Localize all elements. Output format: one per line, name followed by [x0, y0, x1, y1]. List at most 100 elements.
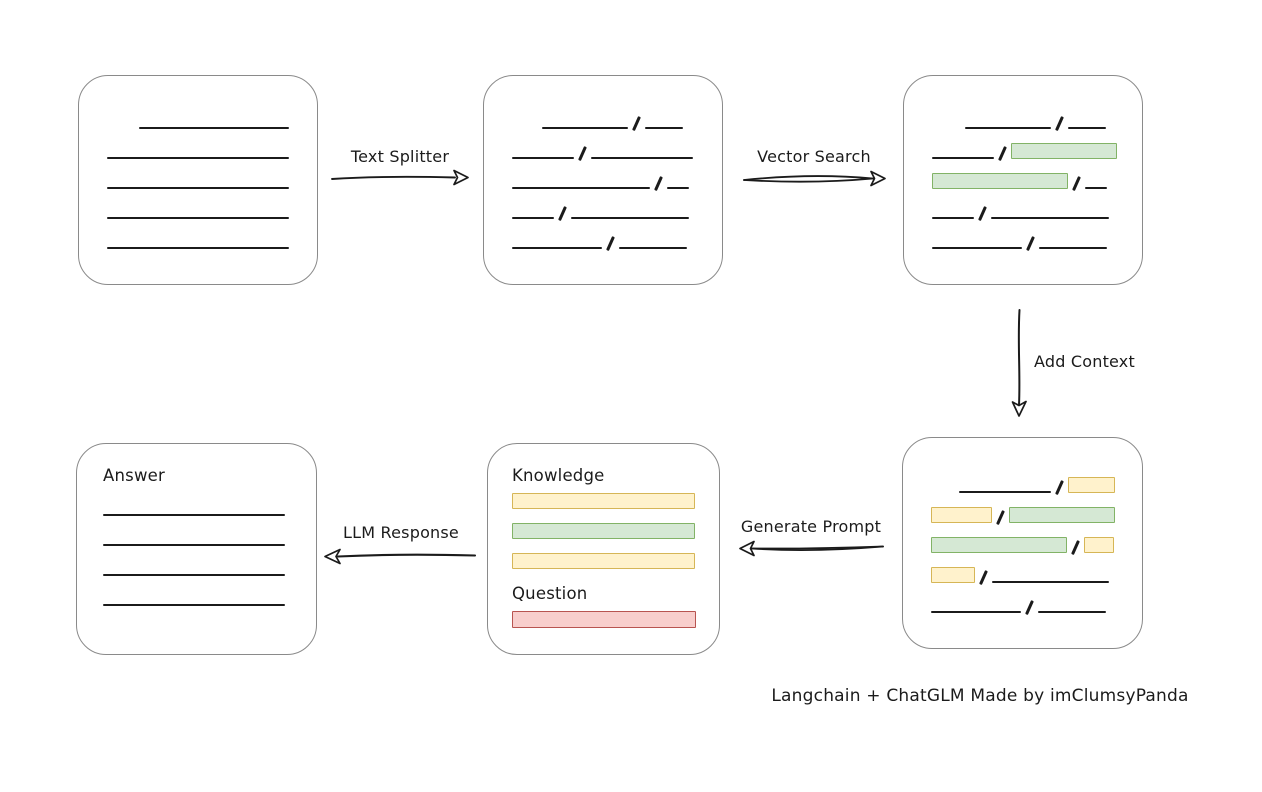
- text-row: [107, 189, 291, 219]
- matched-chunks-rows: [932, 99, 1117, 251]
- text-line: [991, 581, 1109, 583]
- text-line: [570, 217, 689, 219]
- text-line: [107, 247, 289, 249]
- yellow-highlight-bar: [931, 567, 975, 583]
- text-line: [1084, 187, 1107, 189]
- green-highlight-bar: [932, 173, 1068, 189]
- matched-chunks-box: [903, 75, 1143, 285]
- slash-separator: [1025, 600, 1034, 615]
- add-context-arrow-icon: [1011, 309, 1027, 417]
- text-line: [931, 611, 1021, 613]
- text-line: [932, 157, 994, 159]
- text-splitter-arrow-icon: [331, 169, 469, 186]
- text-line: [512, 187, 650, 189]
- text-line: [512, 217, 554, 219]
- text-row: [107, 99, 291, 129]
- text-row: [103, 486, 290, 516]
- text-line: [590, 157, 693, 159]
- text-row: [932, 159, 1116, 191]
- yellow-highlight-bar: [1083, 537, 1114, 553]
- text-line: [1038, 247, 1107, 249]
- text-row: [107, 129, 291, 159]
- text-line: [107, 157, 289, 159]
- text-row: [103, 576, 290, 606]
- text-row: [932, 189, 1116, 221]
- text-row: [931, 523, 1116, 555]
- text-line: [932, 247, 1022, 249]
- text-line: [1067, 127, 1106, 129]
- text-line: [103, 514, 285, 516]
- generate-prompt-label: Generate Prompt: [740, 517, 882, 536]
- green-highlight-bar: [1010, 143, 1117, 159]
- text-line: [618, 247, 687, 249]
- text-row: [103, 516, 290, 546]
- knowledge-title: Knowledge: [512, 466, 605, 485]
- text-row: [512, 219, 696, 251]
- yellow-highlight-bar: [512, 493, 695, 509]
- text-line: [107, 187, 289, 189]
- text-line: [512, 157, 574, 159]
- text-line: [932, 217, 974, 219]
- split-text-box: [483, 75, 723, 285]
- text-row: [107, 159, 291, 189]
- answer-title: Answer: [103, 466, 165, 485]
- yellow-highlight-bar: [1067, 477, 1115, 493]
- prompt-box-content: Knowledge Question: [488, 444, 719, 641]
- text-line: [959, 491, 1051, 493]
- text-row: [512, 129, 696, 161]
- text-line: [103, 604, 285, 606]
- slash-separator: [606, 236, 615, 251]
- text-line: [542, 127, 628, 129]
- diagram-caption: Langchain + ChatGLM Made by imClumsyPand…: [771, 686, 1189, 706]
- text-row: [512, 493, 695, 523]
- text-row: [931, 463, 1116, 495]
- text-row: [512, 99, 696, 131]
- text-row: [931, 493, 1116, 525]
- knowledge-bars: [512, 493, 695, 583]
- text-line: [103, 574, 285, 576]
- text-row: [512, 611, 696, 641]
- text-row: [512, 523, 695, 553]
- text-splitter-label: Text Splitter: [350, 147, 450, 166]
- question-title: Question: [512, 584, 588, 603]
- text-row: [103, 546, 290, 576]
- text-row: [932, 99, 1116, 131]
- context-chunks-box: [902, 437, 1143, 649]
- green-highlight-bar: [512, 523, 695, 539]
- add-context-label: Add Context: [1034, 352, 1135, 371]
- text-line: [107, 217, 289, 219]
- text-line: [512, 247, 602, 249]
- text-line: [139, 127, 289, 129]
- text-line: [990, 217, 1109, 219]
- text-line: [644, 127, 683, 129]
- prompt-box: Knowledge Question: [487, 443, 720, 655]
- answer-rows: [103, 486, 290, 606]
- green-highlight-bar: [1008, 507, 1115, 523]
- text-line: [1037, 611, 1106, 613]
- slash-separator: [1026, 236, 1035, 251]
- yellow-highlight-bar: [931, 507, 992, 523]
- answer-box-content: Answer: [77, 444, 316, 606]
- context-chunks-rows: [931, 463, 1116, 615]
- text-row: [107, 219, 291, 249]
- llm-response-label: LLM Response: [343, 523, 459, 542]
- source-document-rows: [107, 99, 291, 249]
- source-document-box: [78, 75, 318, 285]
- text-row: [931, 583, 1116, 615]
- vector-search-label: Vector Search: [757, 147, 871, 166]
- text-row: [932, 219, 1116, 251]
- red-highlight-bar: [512, 611, 696, 628]
- green-highlight-bar: [931, 537, 1067, 553]
- question-bar: [512, 611, 696, 641]
- yellow-highlight-bar: [512, 553, 695, 569]
- text-row: [931, 553, 1116, 585]
- split-text-rows: [512, 99, 696, 251]
- text-row: [512, 553, 695, 583]
- text-line: [103, 544, 285, 546]
- generate-prompt-arrow-icon: [739, 540, 884, 557]
- text-row: [512, 159, 696, 191]
- answer-box: Answer: [76, 443, 317, 655]
- text-line: [666, 187, 689, 189]
- text-row: [932, 129, 1117, 161]
